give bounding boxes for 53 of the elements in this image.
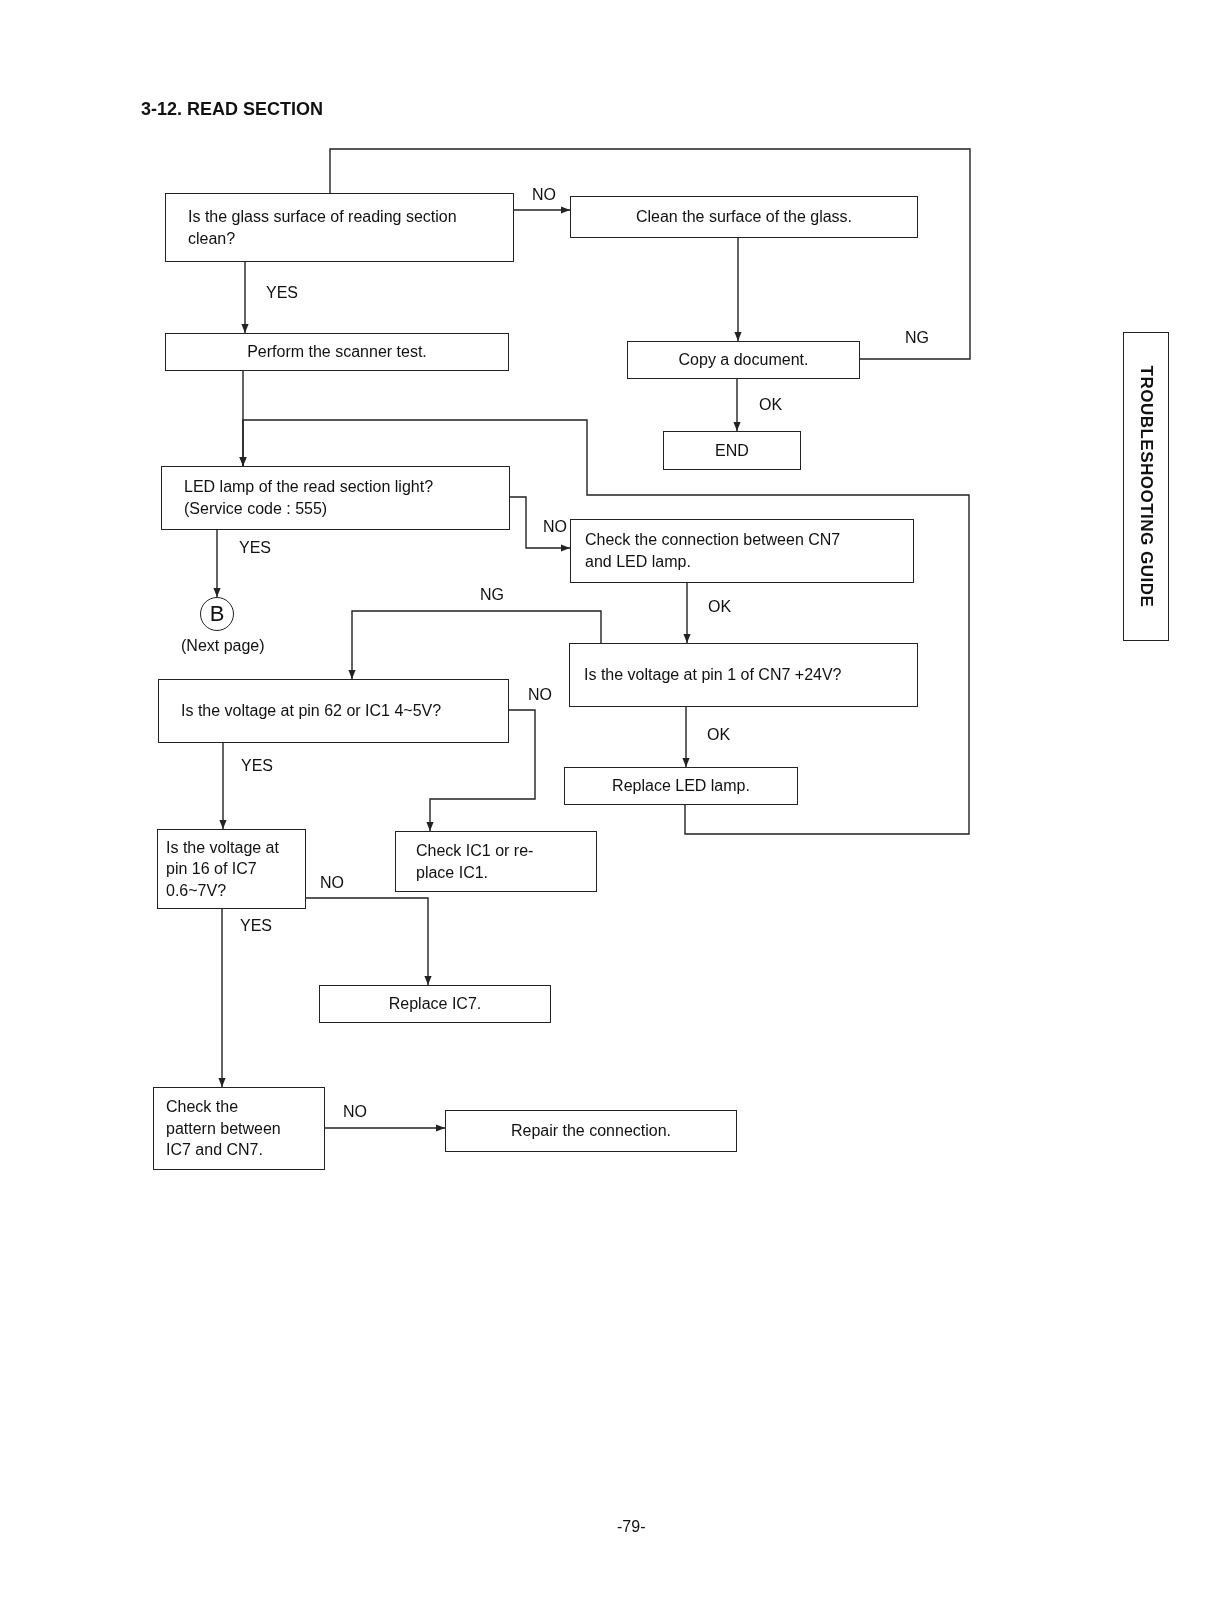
step-text: Check the connection between CN7 and LED lamp. [585,530,842,572]
step-text: Is the glass surface of reading section clean? [188,206,458,249]
end-box [663,431,801,470]
section-title: 3-12. READ SECTION [141,99,324,120]
step-text: Perform the scanner test. [247,342,427,363]
side-tab-label: TROUBLESHOOTING GUIDE [1136,365,1158,608]
step-text: Check IC1 or re-place IC1. [416,840,535,883]
process-box [395,831,597,892]
decision-box [569,643,918,707]
step-text: END [715,440,749,461]
decision-box [153,1087,325,1170]
step-text: Replace IC7. [388,994,482,1015]
process-box [564,767,798,805]
connector-circle [200,597,234,631]
arrow [241,261,249,334]
step-text: LED lamp of the read section light? (Service code : 555) [184,477,435,519]
arrow [682,706,690,768]
arrow [733,378,741,432]
step-text: Repair the connection. [510,1121,672,1142]
decision-box [161,466,510,530]
arrow [683,582,691,644]
process-box [570,196,918,238]
process-box [445,1110,737,1152]
process-box [165,333,509,371]
arrow [213,529,221,598]
process-box [627,341,860,379]
process-box [570,519,914,583]
step-text: Is the voltage at pin 1 of CN7 +24V? [584,665,842,686]
page-number: -79- [617,1518,646,1536]
decision-box [158,679,509,743]
decision-box [157,829,306,909]
step-text: Clean the surface of the glass. [635,207,853,228]
arrow [219,742,227,830]
process-box [319,985,551,1023]
arrow [348,610,602,680]
step-text: Is the voltage at pin 16 of IC7 0.6~7V? [166,837,280,901]
connector-caption: (Next page) [181,637,265,655]
arrow [305,897,432,986]
step-text: Is the voltage at pin 62 or IC1 4~5V? [181,701,442,722]
step-text: Copy a document. [678,350,809,371]
arrow [239,419,970,835]
connector-line [329,148,971,360]
step-text: Replace LED lamp. [612,776,750,797]
arrow [513,206,571,214]
arrow [509,496,571,552]
decision-box [165,193,514,262]
side-tab [1123,332,1169,641]
arrow [734,237,742,342]
arrow [218,908,226,1088]
arrow [324,1124,446,1132]
connector-letter: B [209,600,225,629]
step-text: Check the pattern between IC7 and CN7. [166,1097,282,1161]
arrow [426,709,536,832]
